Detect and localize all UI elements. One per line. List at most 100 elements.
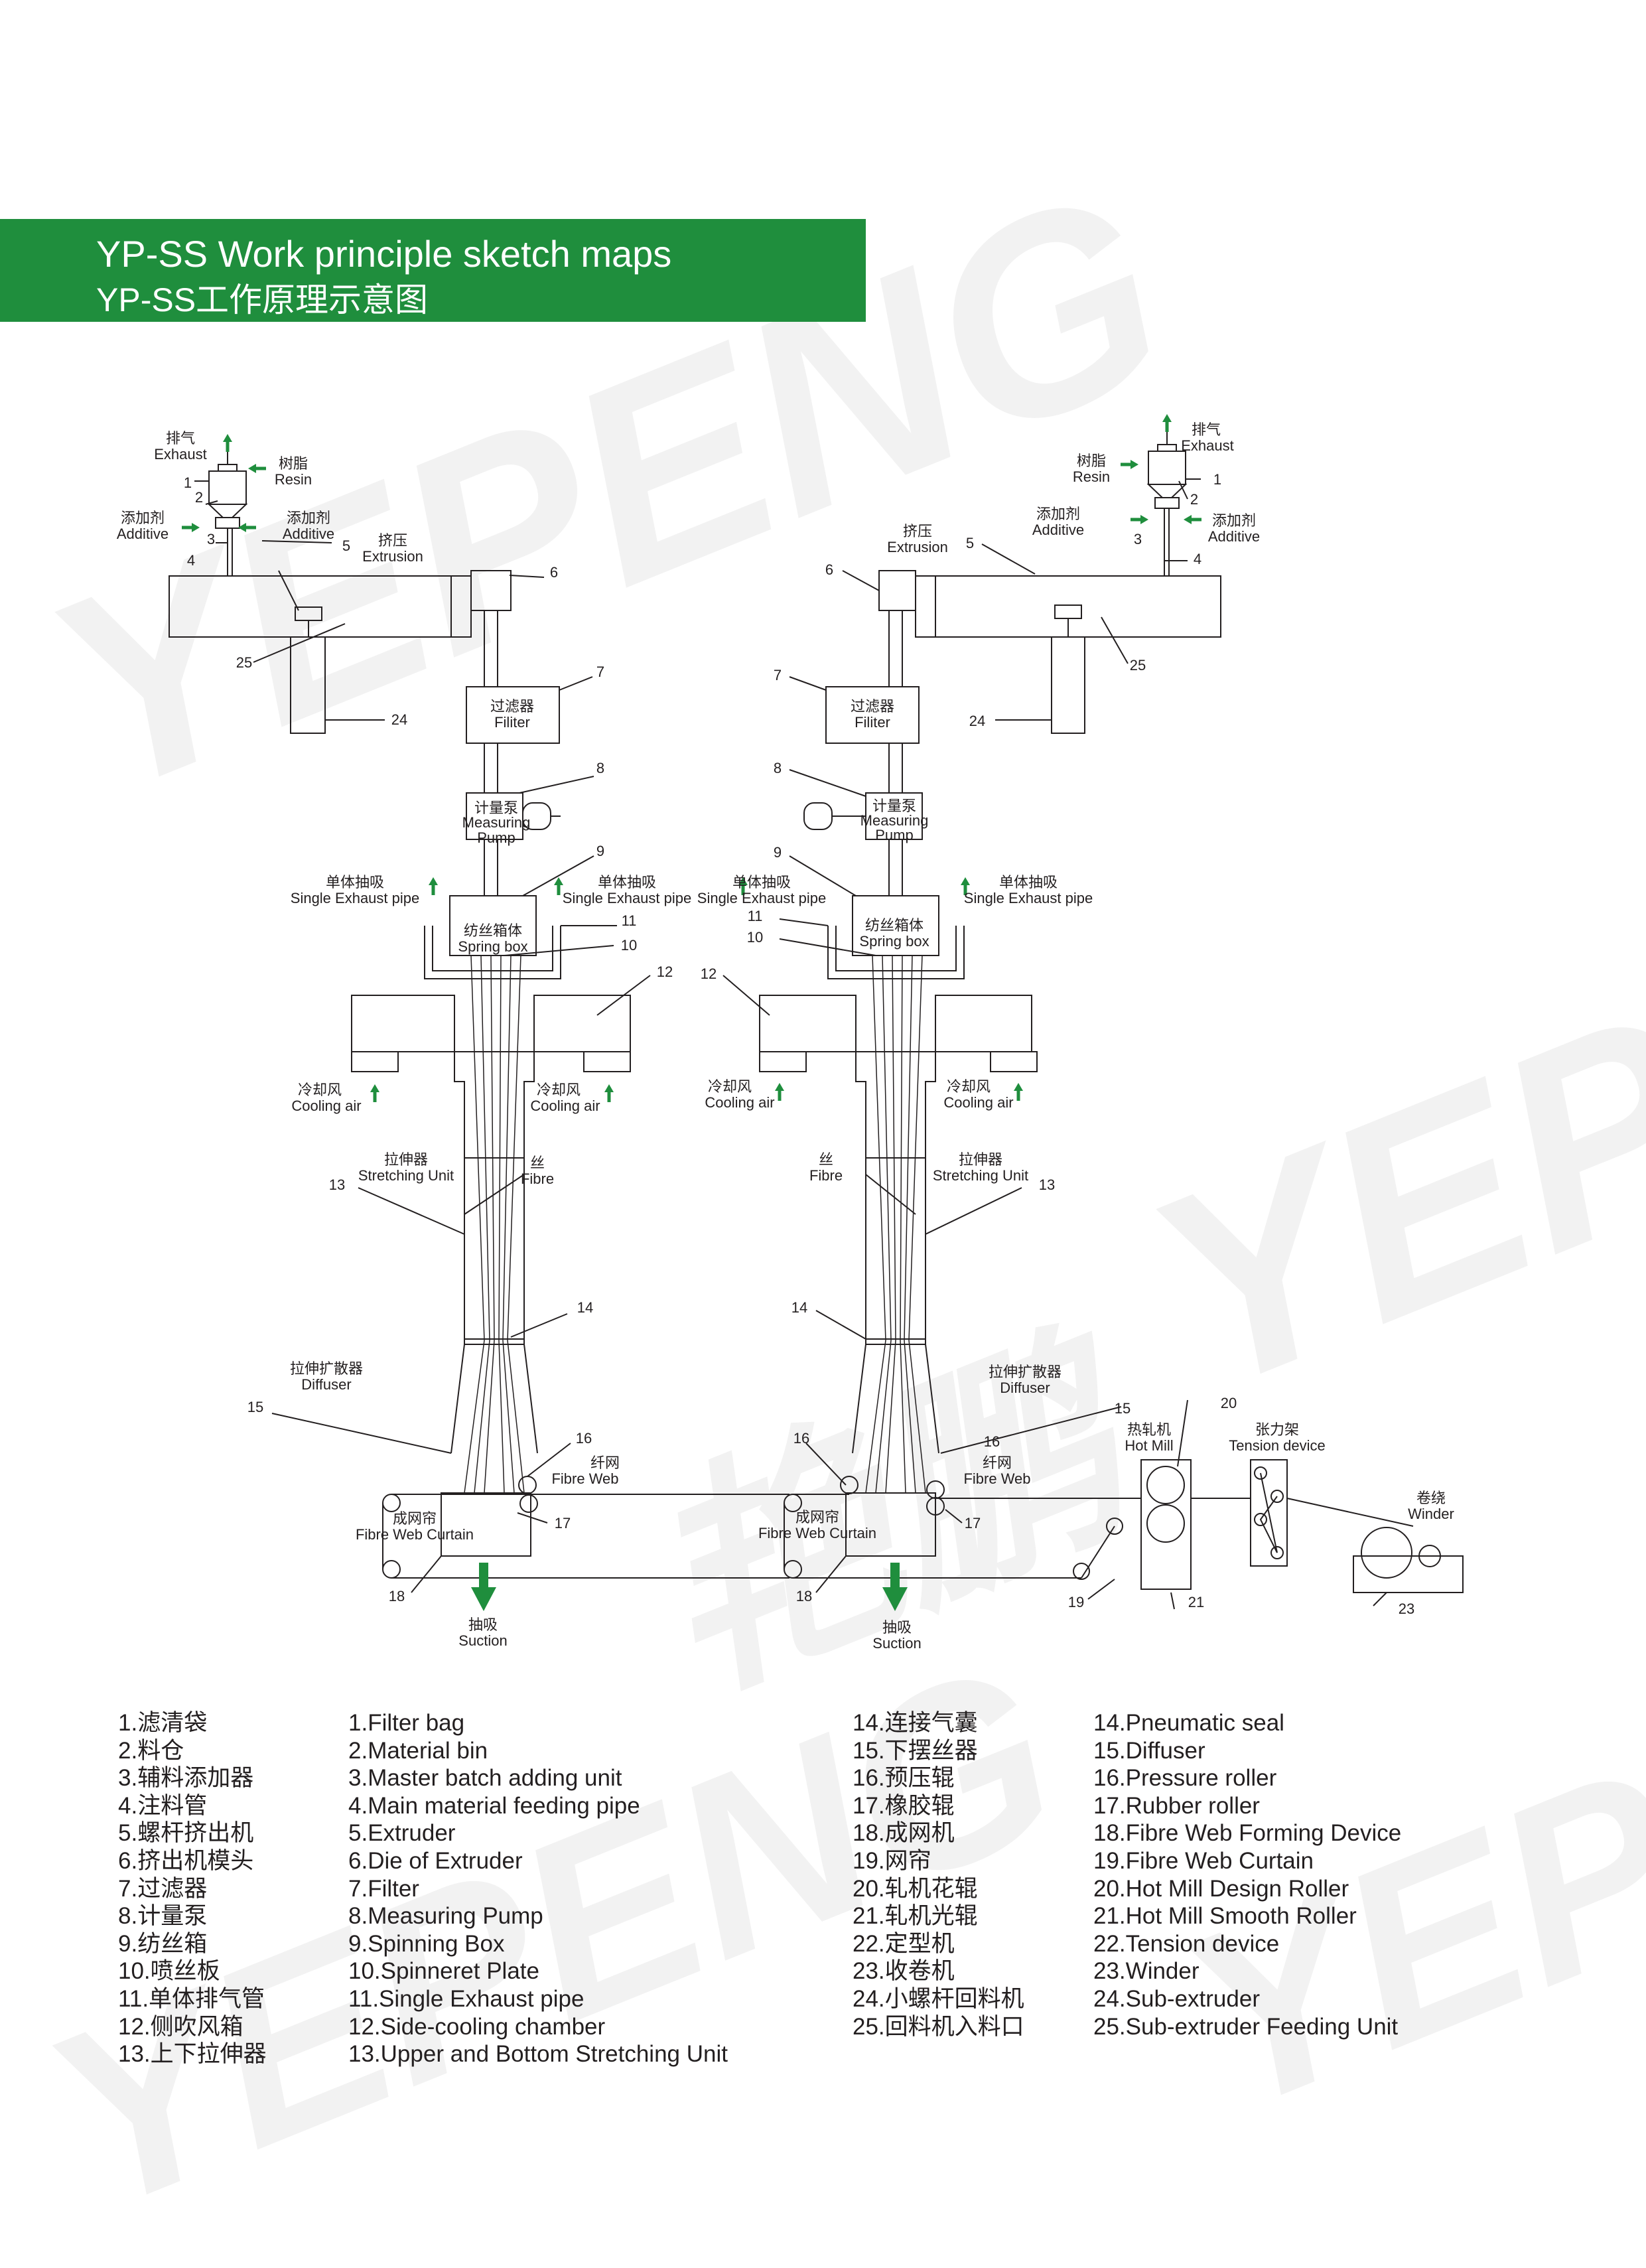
callout-13: 13 bbox=[1039, 1176, 1055, 1193]
legend-col-zh-1: 1.滤清袋 2.料仓 3.辅料添加器 4.注料管 5.螺杆挤出机 6.挤出机模头… bbox=[118, 1709, 267, 2068]
label-curtain-en: Fibre Web Curtain bbox=[356, 1526, 474, 1543]
label-additive-zh: 添加剂 bbox=[1036, 506, 1080, 522]
label-web-zh: 纤网 bbox=[590, 1454, 620, 1471]
legend-item: 20.轧机花辊 bbox=[853, 1875, 978, 1902]
callout-8: 8 bbox=[774, 760, 782, 776]
legend-item: 15.下摆丝器 bbox=[853, 1737, 978, 1764]
callout-9: 9 bbox=[774, 844, 782, 861]
legend-item: 25.回料机入料口 bbox=[853, 2013, 1024, 2040]
callout-25: 25 bbox=[236, 654, 252, 671]
label-additive-zh: 添加剂 bbox=[121, 510, 165, 526]
legend-item: 12.侧吹风箱 bbox=[118, 2013, 243, 2040]
label-diffuser-zh: 拉伸扩散器 bbox=[290, 1360, 363, 1377]
page-subtitle: YP-SS工作原理示意图 bbox=[96, 281, 429, 319]
callout-16: 16 bbox=[984, 1433, 1000, 1450]
label-resin-zh: 树脂 bbox=[279, 455, 308, 472]
label-filter-en: Filiter bbox=[855, 714, 890, 731]
callout-17: 17 bbox=[555, 1515, 571, 1531]
label-pump-zh: 计量泵 bbox=[474, 800, 518, 816]
legend-item: 15.Diffuser bbox=[1093, 1737, 1205, 1764]
callout-3: 3 bbox=[1134, 531, 1142, 547]
callout-12: 12 bbox=[701, 965, 717, 982]
callout-19: 19 bbox=[1068, 1594, 1084, 1610]
label-pump-en: Measuring bbox=[860, 812, 929, 829]
label-cool-en: Cooling air bbox=[291, 1098, 361, 1114]
label-exhaust-zh: 排气 bbox=[1192, 421, 1221, 438]
label-extrusion-en: Extrusion bbox=[887, 539, 948, 555]
label-winder-zh: 卷绕 bbox=[1416, 1490, 1446, 1506]
label-pump-en: Measuring bbox=[462, 814, 531, 831]
callout-13: 13 bbox=[329, 1176, 345, 1193]
label-curtain-en: Fibre Web Curtain bbox=[758, 1525, 876, 1541]
legend-item: 14.连接气囊 bbox=[853, 1710, 978, 1736]
label-additive-zh: 添加剂 bbox=[1212, 512, 1256, 529]
legend-item: 19.网帘 bbox=[853, 1847, 931, 1874]
callout-3: 3 bbox=[207, 531, 215, 547]
label-web-en: Fibre Web bbox=[551, 1470, 618, 1487]
label-cool-zh: 冷却风 bbox=[537, 1082, 581, 1098]
callout-15: 15 bbox=[1115, 1400, 1131, 1417]
legend-item: 16.预压辊 bbox=[853, 1765, 955, 1792]
label-fibre-zh: 丝 bbox=[819, 1151, 833, 1168]
legend-item: 3.Master batch adding unit bbox=[348, 1765, 622, 1792]
callout-2: 2 bbox=[195, 489, 203, 506]
label-fibre-en: Fibre bbox=[521, 1170, 554, 1187]
label-exhaust-en: Exhaust bbox=[1181, 437, 1234, 454]
legend-col-en-2: 14.Pneumatic seal 15.Diffuser 16.Pressur… bbox=[1093, 1709, 1401, 2040]
label-sep-en: Single Exhaust pipe bbox=[563, 890, 691, 906]
legend-item: 22.定型机 bbox=[853, 1930, 955, 1957]
legend-item: 10.喷丝板 bbox=[118, 1958, 220, 1985]
callout-5: 5 bbox=[966, 535, 974, 551]
label-sep-en: Single Exhaust pipe bbox=[697, 890, 826, 906]
callout-11: 11 bbox=[748, 908, 763, 924]
callout-25: 25 bbox=[1130, 657, 1146, 673]
label-stretch-zh: 拉伸器 bbox=[959, 1151, 1002, 1168]
label-pump-zh: 计量泵 bbox=[872, 798, 916, 814]
label-sep-zh: 单体抽吸 bbox=[598, 874, 656, 890]
label-filter-zh: 过滤器 bbox=[851, 698, 894, 715]
callout-6: 6 bbox=[550, 564, 558, 581]
label-box-zh: 纺丝箱体 bbox=[464, 922, 522, 939]
callout-12: 12 bbox=[657, 963, 673, 980]
label-sep-zh: 单体抽吸 bbox=[326, 874, 384, 890]
legend-item: 7.过滤器 bbox=[118, 1875, 208, 1902]
callout-4: 4 bbox=[187, 552, 195, 569]
label-pump-en2: Pump bbox=[875, 827, 913, 843]
label-extrusion-zh: 挤压 bbox=[378, 532, 407, 549]
label-suction-zh: 抽吸 bbox=[468, 1616, 498, 1633]
legend-item: 13.Upper and Bottom Stretching Unit bbox=[348, 2041, 728, 2068]
label-web-zh: 纤网 bbox=[983, 1454, 1012, 1471]
label-fibre-zh: 丝 bbox=[530, 1155, 545, 1171]
callout-7: 7 bbox=[596, 664, 604, 680]
label-pump-en2: Pump bbox=[477, 829, 515, 846]
callout-10: 10 bbox=[621, 937, 637, 954]
label-tension-en: Tension device bbox=[1229, 1437, 1326, 1454]
legend-item: 5.螺杆挤出机 bbox=[118, 1820, 254, 1847]
label-fibre-en: Fibre bbox=[809, 1167, 843, 1184]
label-suction-zh: 抽吸 bbox=[882, 1619, 912, 1636]
label-resin-zh: 树脂 bbox=[1077, 453, 1106, 469]
label-diffuser-zh: 拉伸扩散器 bbox=[989, 1364, 1062, 1380]
legend-item: 17.Rubber roller bbox=[1093, 1792, 1260, 1819]
label-cool-zh: 冷却风 bbox=[298, 1082, 342, 1098]
callout-11: 11 bbox=[622, 912, 637, 929]
legend-item: 1.Filter bag bbox=[348, 1710, 465, 1736]
legend-item: 6.挤出机模头 bbox=[118, 1847, 254, 1874]
legend-item: 3.辅料添加器 bbox=[118, 1765, 254, 1792]
title-banner bbox=[0, 219, 866, 322]
callout-17: 17 bbox=[965, 1515, 981, 1531]
legend-item: 7.Filter bbox=[348, 1875, 419, 1902]
legend-item: 12.Side-cooling chamber bbox=[348, 2013, 606, 2040]
label-hotmill-en: Hot Mill bbox=[1125, 1437, 1173, 1454]
callout-5: 5 bbox=[342, 537, 350, 554]
legend-item: 4.注料管 bbox=[118, 1792, 208, 1819]
label-diffuser-en: Diffuser bbox=[301, 1376, 351, 1393]
callout-16: 16 bbox=[793, 1430, 809, 1447]
label-cool-zh: 冷却风 bbox=[708, 1078, 752, 1095]
legend-item: 18.Fibre Web Forming Device bbox=[1093, 1820, 1402, 1847]
callout-4: 4 bbox=[1194, 551, 1201, 567]
callout-1: 1 bbox=[184, 474, 192, 491]
label-web-en: Fibre Web bbox=[963, 1470, 1030, 1487]
label-additive-en: Additive bbox=[1032, 522, 1084, 538]
